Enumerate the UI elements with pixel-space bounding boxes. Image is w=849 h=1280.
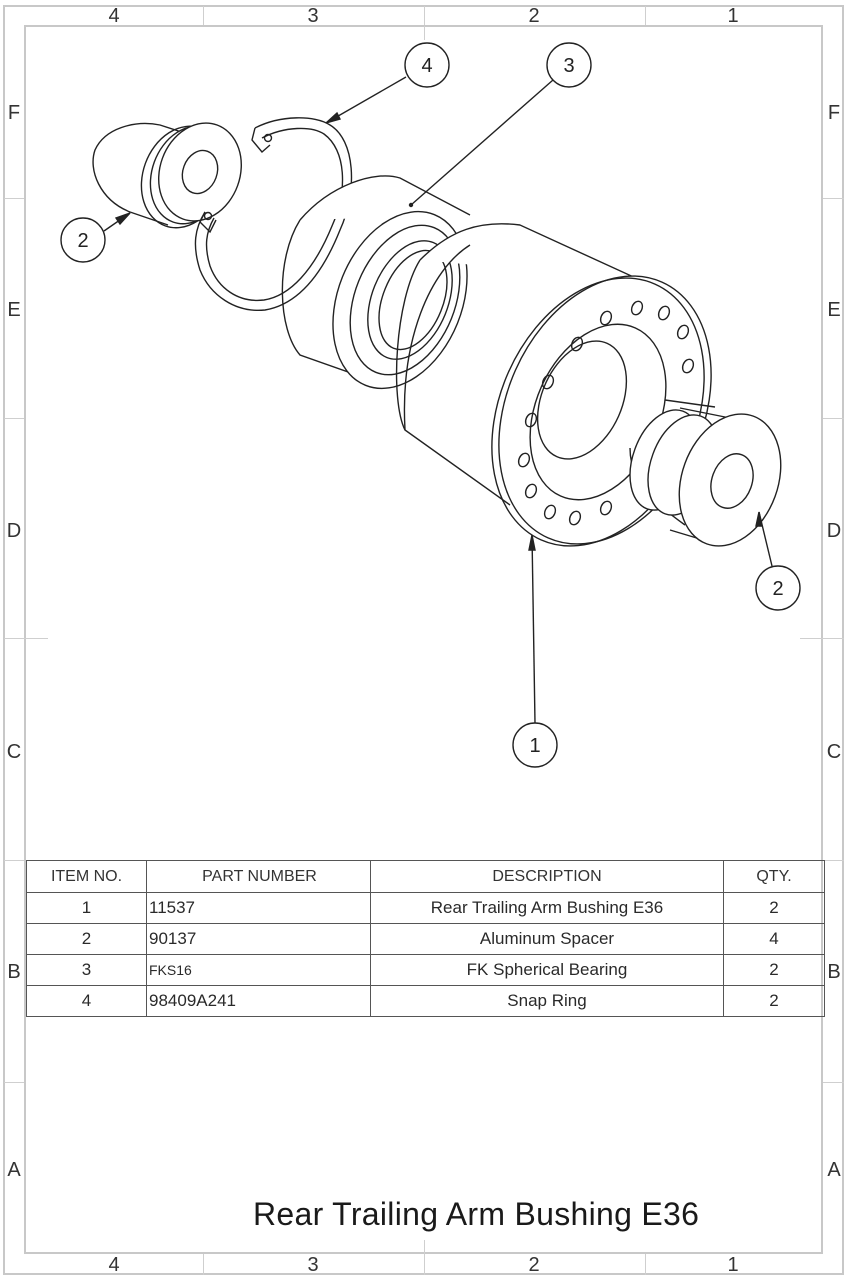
inner-border bbox=[24, 25, 823, 1254]
bom-row: 3 FKS16 FK Spherical Bearing 2 bbox=[26, 954, 825, 986]
zone-column-label: 2 bbox=[528, 1254, 540, 1276]
zone-divider bbox=[4, 638, 48, 639]
part-number: 98409A241 bbox=[146, 985, 371, 1017]
zone-row-label: F bbox=[7, 102, 21, 124]
zone-row-label: D bbox=[6, 520, 22, 542]
bom-row: 2 90137 Aluminum Spacer 4 bbox=[26, 923, 825, 955]
spherical-bearing bbox=[281, 175, 471, 390]
header-part-number: PART NUMBER bbox=[146, 860, 371, 893]
zone-divider bbox=[823, 198, 844, 199]
bom-row: 1 11537 Rear Trailing Arm Bushing E36 2 bbox=[26, 892, 825, 924]
zone-divider bbox=[424, 6, 425, 25]
svg-text:2: 2 bbox=[772, 578, 783, 600]
part-number: FKS16 bbox=[146, 954, 371, 986]
item-no: 2 bbox=[26, 923, 147, 955]
aluminum-spacer-right bbox=[629, 399, 782, 547]
zone-divider bbox=[424, 1240, 425, 1254]
qty: 2 bbox=[723, 892, 825, 924]
description: FK Spherical Bearing bbox=[370, 954, 724, 986]
zone-column-label: 1 bbox=[727, 5, 739, 27]
qty: 2 bbox=[723, 954, 825, 986]
zone-row-label: D bbox=[826, 520, 842, 542]
zone-column-label: 4 bbox=[108, 5, 120, 27]
drawing-title: Rear Trailing Arm Bushing E36 bbox=[253, 1196, 700, 1232]
zone-divider bbox=[645, 6, 646, 25]
zone-divider bbox=[800, 638, 844, 639]
item-no: 1 bbox=[26, 892, 147, 924]
part-number: 11537 bbox=[146, 892, 371, 924]
exploded-assembly-view: 1 2 2 3 4 bbox=[60, 42, 801, 768]
qty: 2 bbox=[723, 985, 825, 1017]
description: Snap Ring bbox=[370, 985, 724, 1017]
zone-column-label: 3 bbox=[307, 1254, 319, 1276]
zone-divider bbox=[4, 860, 24, 861]
zone-row-label: F bbox=[827, 102, 841, 124]
zone-divider bbox=[4, 198, 24, 199]
balloon-1: 1 bbox=[512, 534, 558, 768]
aluminum-spacer-left bbox=[92, 122, 242, 229]
zone-divider bbox=[823, 1082, 844, 1083]
zone-row-label: C bbox=[6, 741, 22, 763]
part-number: 90137 bbox=[146, 923, 371, 955]
outer-border bbox=[3, 5, 844, 1275]
zone-row-label: A bbox=[7, 1159, 21, 1181]
zone-row-label: C bbox=[826, 741, 842, 763]
balloon-3: 3 bbox=[408, 42, 592, 208]
svg-text:4: 4 bbox=[421, 55, 432, 77]
header-qty: QTY. bbox=[723, 860, 825, 893]
bom-row: 4 98409A241 Snap Ring 2 bbox=[26, 985, 825, 1017]
zone-column-label: 2 bbox=[528, 5, 540, 27]
zone-divider bbox=[4, 418, 24, 419]
zone-divider bbox=[424, 26, 425, 40]
item-no: 4 bbox=[26, 985, 147, 1017]
bill-of-materials-table: ITEM NO. PART NUMBER DESCRIPTION QTY. 1 … bbox=[26, 860, 825, 1017]
item-no: 3 bbox=[26, 954, 147, 986]
zone-divider bbox=[203, 1254, 204, 1275]
description: Aluminum Spacer bbox=[370, 923, 724, 955]
zone-divider bbox=[645, 1254, 646, 1275]
svg-text:3: 3 bbox=[563, 55, 574, 77]
zone-divider bbox=[823, 860, 844, 861]
zone-column-label: 3 bbox=[307, 5, 319, 27]
zone-divider bbox=[823, 418, 844, 419]
zone-divider bbox=[203, 6, 204, 25]
header-description: DESCRIPTION bbox=[370, 860, 724, 893]
svg-text:2: 2 bbox=[77, 230, 88, 252]
balloon-2-left: 2 bbox=[60, 212, 131, 263]
balloon-4: 4 bbox=[325, 42, 450, 124]
header-item-no: ITEM NO. bbox=[26, 860, 147, 893]
description: Rear Trailing Arm Bushing E36 bbox=[370, 892, 724, 924]
zone-row-label: B bbox=[827, 961, 841, 983]
qty: 4 bbox=[723, 923, 825, 955]
bolt-holes bbox=[517, 300, 695, 526]
zone-row-label: A bbox=[827, 1159, 841, 1181]
svg-text:1: 1 bbox=[529, 735, 540, 757]
bom-header-row: ITEM NO. PART NUMBER DESCRIPTION QTY. bbox=[26, 860, 825, 893]
zone-column-label: 4 bbox=[108, 1254, 120, 1276]
zone-row-label: E bbox=[7, 299, 21, 321]
zone-column-label: 1 bbox=[727, 1254, 739, 1276]
zone-divider bbox=[424, 1254, 425, 1275]
zone-divider bbox=[4, 1082, 24, 1083]
zone-row-label: E bbox=[827, 299, 841, 321]
zone-row-label: B bbox=[7, 961, 21, 983]
balloon-2-right: 2 bbox=[755, 511, 801, 611]
